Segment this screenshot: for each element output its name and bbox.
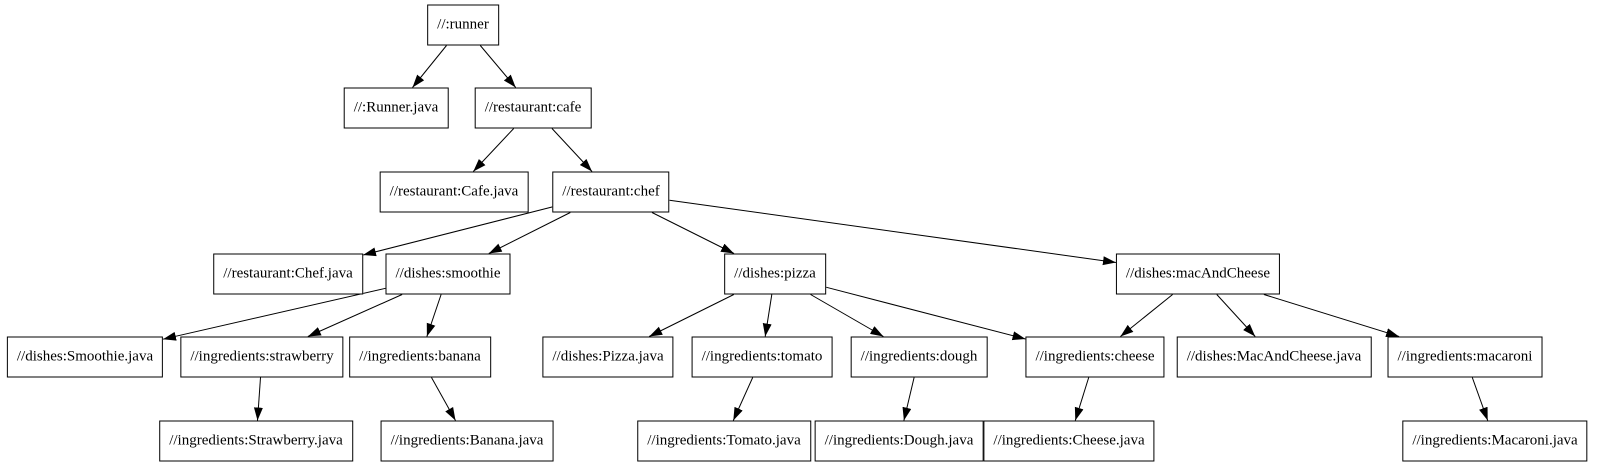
graph-edge-pizza-to-dough <box>810 294 884 337</box>
graph-edge-macaroni-to-macaroni-java <box>1471 377 1489 421</box>
graph-node-dough: //ingredients:dough <box>850 336 988 378</box>
graph-edge-pizza-to-pizza-java <box>648 294 735 337</box>
graph-node-runner: //:runner <box>427 4 499 46</box>
graph-edge-runner-to-runner-java <box>412 45 447 88</box>
graph-node-mac-and-cheese: //dishes:macAndCheese <box>1115 253 1281 295</box>
graph-edge-cafe-to-chef <box>551 128 593 172</box>
graph-node-macaroni-java: //ingredients:Macaroni.java <box>1402 420 1588 462</box>
graph-node-cafe: //restaurant:cafe <box>474 87 592 129</box>
graph-edge-smoothie-to-banana <box>426 294 442 337</box>
graph-node-cheese: //ingredients:cheese <box>1025 336 1165 378</box>
graph-node-cafe-java: //restaurant:Cafe.java <box>379 171 529 213</box>
graph-node-pizza: //dishes:pizza <box>724 253 826 295</box>
graph-edge-banana-to-banana-java <box>431 377 456 421</box>
graph-node-chef-java: //restaurant:Chef.java <box>213 253 363 295</box>
graph-edge-chef-to-chef-java <box>362 206 553 257</box>
graph-node-macaroni: //ingredients:macaroni <box>1387 336 1543 378</box>
graph-edge-smoothie-to-smoothie-java <box>162 287 386 341</box>
graph-edge-chef-to-smoothie <box>488 212 571 254</box>
graph-node-smoothie: //dishes:smoothie <box>385 253 511 295</box>
graph-edge-dough-to-dough-java <box>902 377 915 421</box>
graph-node-strawberry-java: //ingredients:Strawberry.java <box>159 420 353 462</box>
graph-node-chef: //restaurant:chef <box>552 171 670 213</box>
graph-edge-strawberry-to-strawberry-java <box>253 377 263 421</box>
graph-node-smoothie-java: //dishes:Smoothie.java <box>6 336 164 378</box>
graph-edge-mac-and-cheese-to-macaroni <box>1263 294 1400 337</box>
graph-node-runner-java: //:Runner.java <box>343 87 449 129</box>
graph-edge-mac-and-cheese-to-cheese <box>1120 294 1173 337</box>
graph-node-cheese-java: //ingredients:Cheese.java <box>983 420 1155 462</box>
graph-edge-mac-and-cheese-to-mac-and-cheese-java <box>1216 294 1256 337</box>
graph-edge-cafe-to-cafe-java <box>472 128 515 172</box>
graph-node-banana-java: //ingredients:Banana.java <box>380 420 554 462</box>
graph-node-tomato-java: //ingredients:Tomato.java <box>637 420 811 462</box>
graph-node-dough-java: //ingredients:Dough.java <box>814 420 984 462</box>
graph-edge-runner-to-cafe <box>479 45 517 88</box>
graph-edge-smoothie-to-strawberry <box>307 294 403 337</box>
graph-node-banana: //ingredients:banana <box>349 336 491 378</box>
graph-edge-chef-to-pizza <box>651 212 735 254</box>
graph-node-strawberry: //ingredients:strawberry <box>180 336 344 378</box>
graph-edge-chef-to-mac-and-cheese <box>669 199 1117 266</box>
graph-edge-cheese-to-cheese-java <box>1074 377 1090 421</box>
graph-node-tomato: //ingredients:tomato <box>691 336 833 378</box>
graph-edge-tomato-to-tomato-java <box>732 377 754 421</box>
graph-edge-pizza-to-cheese <box>825 286 1026 341</box>
graph-node-pizza-java: //dishes:Pizza.java <box>542 336 674 378</box>
graph-edge-pizza-to-tomato <box>762 294 773 337</box>
graph-node-mac-and-cheese-java: //dishes:MacAndCheese.java <box>1176 336 1372 378</box>
